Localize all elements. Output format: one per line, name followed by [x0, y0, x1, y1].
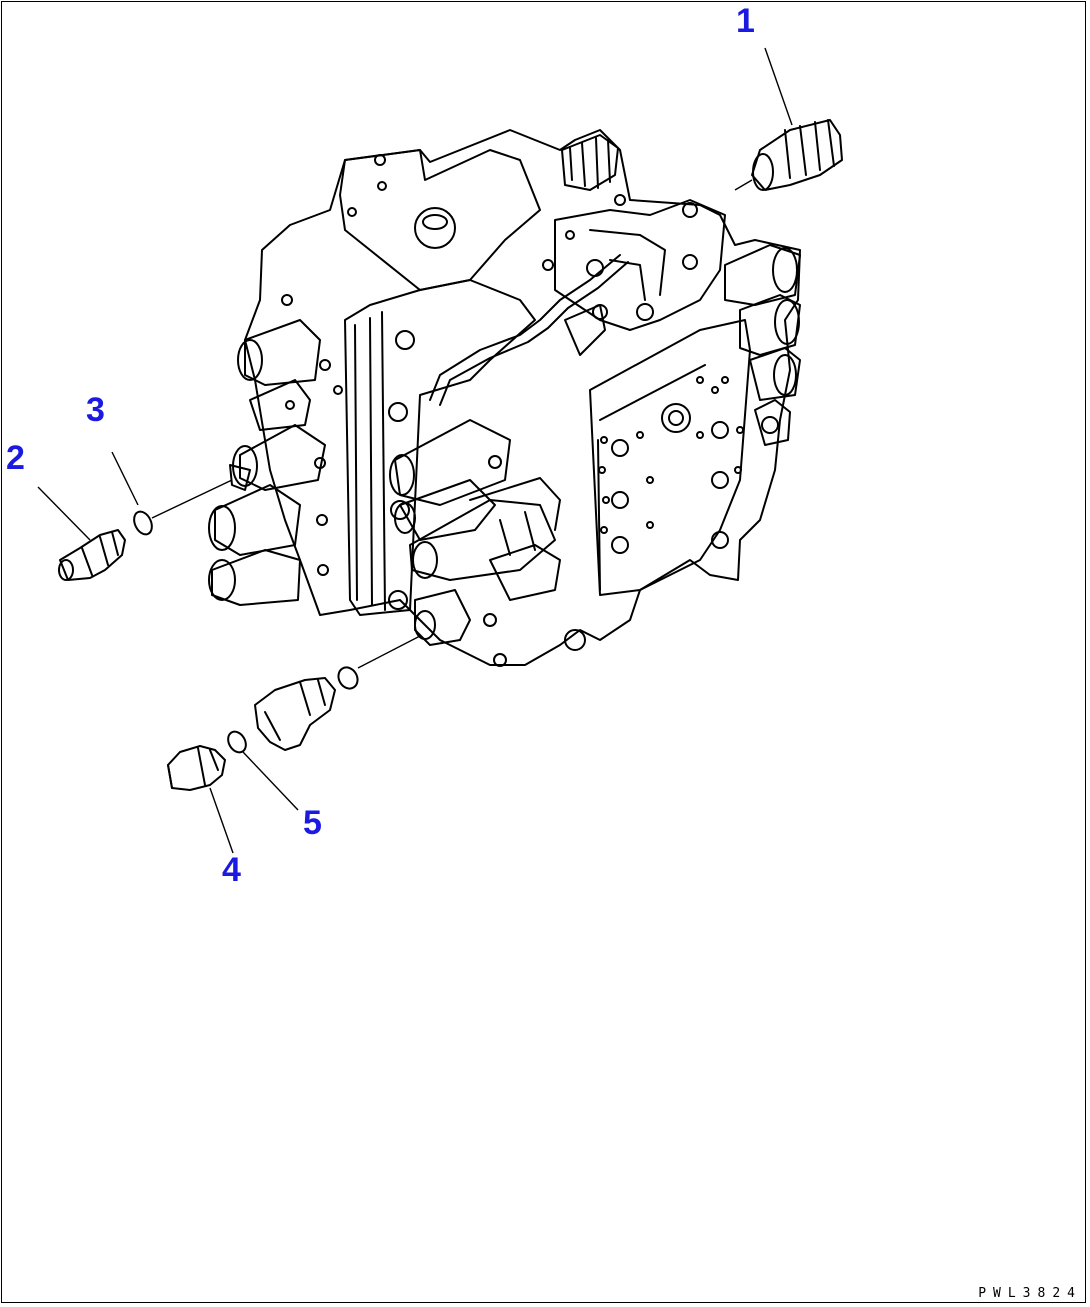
- part-1-pressure-switch: [734, 47, 843, 191]
- callout-2: 2: [6, 439, 25, 477]
- control-valve-assembly: [208, 129, 801, 667]
- part-3-o-ring: [111, 451, 233, 536]
- part-2-sensor: [37, 486, 126, 581]
- drawing-code: PWL3824: [978, 1286, 1082, 1301]
- callout-4: 4: [222, 851, 241, 889]
- callout-3: 3: [86, 391, 105, 429]
- part-4-plug: [167, 745, 234, 854]
- part-5-o-ring: [227, 635, 421, 811]
- elbow-fitting: [254, 677, 336, 751]
- callout-5: 5: [303, 804, 322, 842]
- callout-1: 1: [736, 2, 755, 40]
